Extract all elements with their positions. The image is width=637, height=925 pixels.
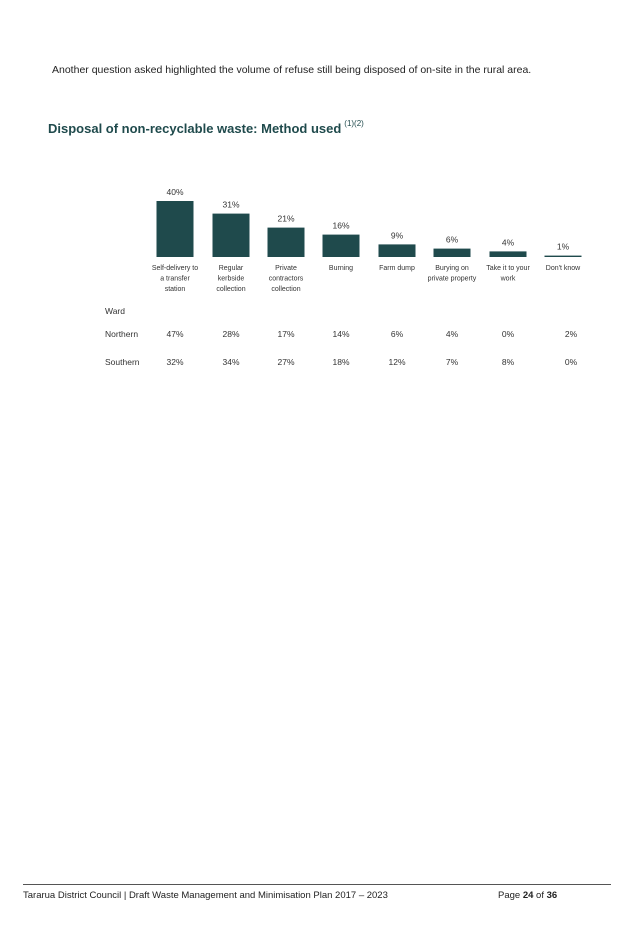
- bar-3: [322, 234, 360, 257]
- bar-chart: 40% Self-delivery to a transfer station 31% R…: [152, 187, 582, 293]
- chart-heading: Disposal of non-recyclable waste: Method…: [48, 119, 364, 136]
- chart-heading-text: Disposal of non-recyclable waste: Method…: [48, 121, 342, 136]
- category-label-2-line-2: collection: [271, 286, 300, 293]
- ward-cell-northern-6: 0%: [501, 329, 515, 339]
- bar-0: [156, 201, 194, 257]
- bar-value-label-3: 16%: [332, 221, 349, 231]
- footer-divider: [23, 884, 611, 885]
- footer-document-title: Tararua District Council | Draft Waste M…: [23, 890, 388, 901]
- ward-cell-southern-1: 34%: [222, 357, 240, 367]
- category-label-7-line-0: Don't know: [546, 265, 581, 272]
- bar-1: [212, 213, 250, 257]
- category-label-2-line-0: Private: [275, 265, 297, 272]
- ward-header: Ward: [105, 306, 125, 316]
- category-label-5-line-1: private property: [428, 276, 477, 283]
- bar-6: [489, 251, 527, 257]
- category-label-4-line-0: Farm dump: [379, 265, 415, 272]
- bar-5: [433, 248, 471, 257]
- ward-cell-southern-5: 7%: [445, 357, 459, 367]
- category-label-6-line-0: Take it to your: [486, 265, 530, 272]
- bar-value-label-4: 9%: [391, 230, 404, 240]
- category-label-1-line-0: Regular: [219, 265, 244, 272]
- ward-cell-southern-0: 32%: [166, 357, 184, 367]
- bar-4: [378, 244, 416, 257]
- category-label-1-line-1: kerbside: [218, 276, 245, 283]
- ward-cell-southern-6: 8%: [501, 357, 515, 367]
- ward-cell-southern-2: 27%: [277, 357, 295, 367]
- category-label-2-line-1: contractors: [269, 276, 304, 283]
- footer-page-number: Page 24 of 36: [498, 890, 557, 901]
- bar-value-label-7: 1%: [557, 242, 570, 252]
- category-label-1-line-2: collection: [216, 286, 245, 293]
- ward-row-label-northern: Northern: [105, 329, 139, 339]
- ward-cell-southern-3: 18%: [332, 357, 350, 367]
- bar-value-label-2: 21%: [277, 214, 294, 224]
- ward-cell-northern-5: 4%: [445, 329, 459, 339]
- ward-row-label-southern: Southern: [105, 357, 140, 367]
- bar-value-label-1: 31%: [222, 200, 239, 210]
- chart-heading-footnote: (1)(2): [344, 119, 364, 128]
- category-label-3-line-0: Burning: [329, 265, 353, 272]
- intro-paragraph: Another question asked highlighted the v…: [52, 64, 532, 76]
- ward-cell-southern-4: 12%: [388, 357, 406, 367]
- footer-page-prefix: Page: [498, 890, 521, 901]
- ward-cell-northern-0: 47%: [166, 329, 184, 339]
- ward-cell-northern-1: 28%: [222, 329, 240, 339]
- category-label-0-line-1: a transfer: [160, 276, 190, 283]
- ward-cell-northern-7: 2%: [564, 329, 578, 339]
- ward-cell-northern-4: 6%: [390, 329, 404, 339]
- category-label-0-line-2: station: [165, 286, 186, 293]
- category-label-5-line-0: Burying on: [435, 265, 469, 272]
- bar-7: [544, 255, 582, 257]
- ward-cell-northern-3: 14%: [332, 329, 350, 339]
- category-label-0-line-0: Self-delivery to: [152, 265, 198, 272]
- footer-page-of: of: [536, 890, 544, 901]
- ward-cell-southern-7: 0%: [564, 357, 578, 367]
- footer-page-total: 36: [546, 890, 558, 901]
- ward-cell-northern-2: 17%: [277, 329, 295, 339]
- footer-page-current: 24: [522, 890, 534, 901]
- bar-2: [267, 227, 305, 257]
- category-label-6-line-1: work: [500, 276, 516, 283]
- bar-value-label-5: 6%: [446, 235, 459, 245]
- bar-value-label-6: 4%: [502, 237, 515, 247]
- bar-value-label-0: 40%: [166, 187, 183, 197]
